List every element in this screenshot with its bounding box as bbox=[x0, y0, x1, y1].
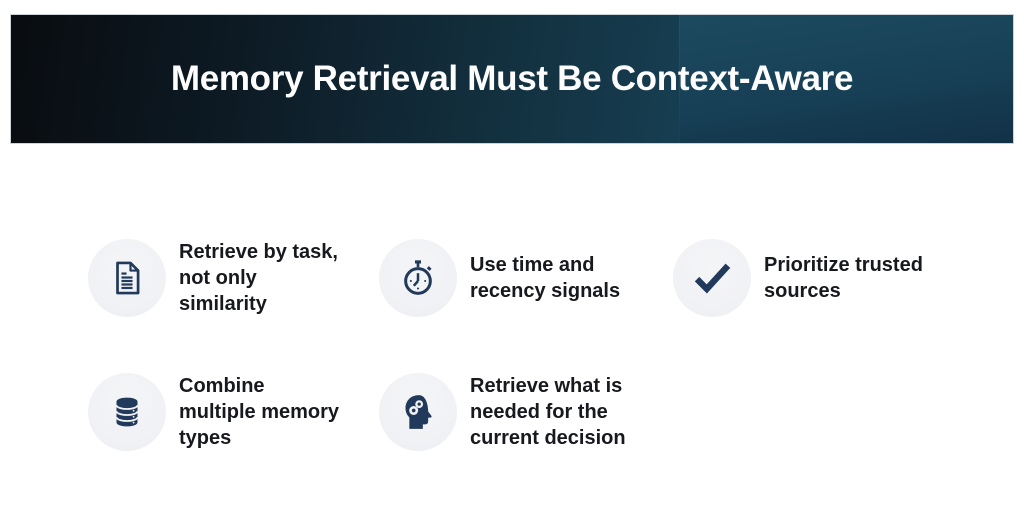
icon-circle bbox=[673, 239, 751, 317]
feature-label: Retrieve what is needed for the current … bbox=[470, 375, 626, 449]
feature-label: Prioritize trusted sources bbox=[764, 254, 923, 302]
database-icon bbox=[115, 397, 139, 427]
head-gears-icon bbox=[405, 395, 432, 429]
feature-label: Use time and recency signals bbox=[470, 254, 621, 302]
feature-item-retrieve-by-task: Retrieve by task, not only similarity bbox=[88, 239, 338, 317]
title-banner: Memory Retrieval Must Be Context-Aware bbox=[10, 14, 1014, 144]
document-icon bbox=[116, 261, 140, 295]
banner-gradient-seam bbox=[679, 15, 1013, 143]
stopwatch-icon bbox=[404, 260, 432, 295]
page-title: Memory Retrieval Must Be Context-Aware bbox=[170, 59, 854, 98]
feature-item-trusted-sources: Prioritize trusted sources bbox=[673, 239, 923, 317]
feature-item-current-decision: Retrieve what is needed for the current … bbox=[379, 373, 626, 451]
icon-circle bbox=[88, 373, 166, 451]
feature-item-time-recency: Use time and recency signals bbox=[379, 239, 620, 317]
icon-circle bbox=[379, 239, 457, 317]
checkmark-icon bbox=[694, 263, 731, 294]
icon-circle bbox=[379, 373, 457, 451]
feature-label: Combine multiple memory types bbox=[179, 375, 340, 449]
feature-item-memory-types: Combine multiple memory types bbox=[88, 373, 339, 451]
icon-circle bbox=[88, 239, 166, 317]
feature-label: Retrieve by task, not only similarity bbox=[179, 241, 338, 315]
